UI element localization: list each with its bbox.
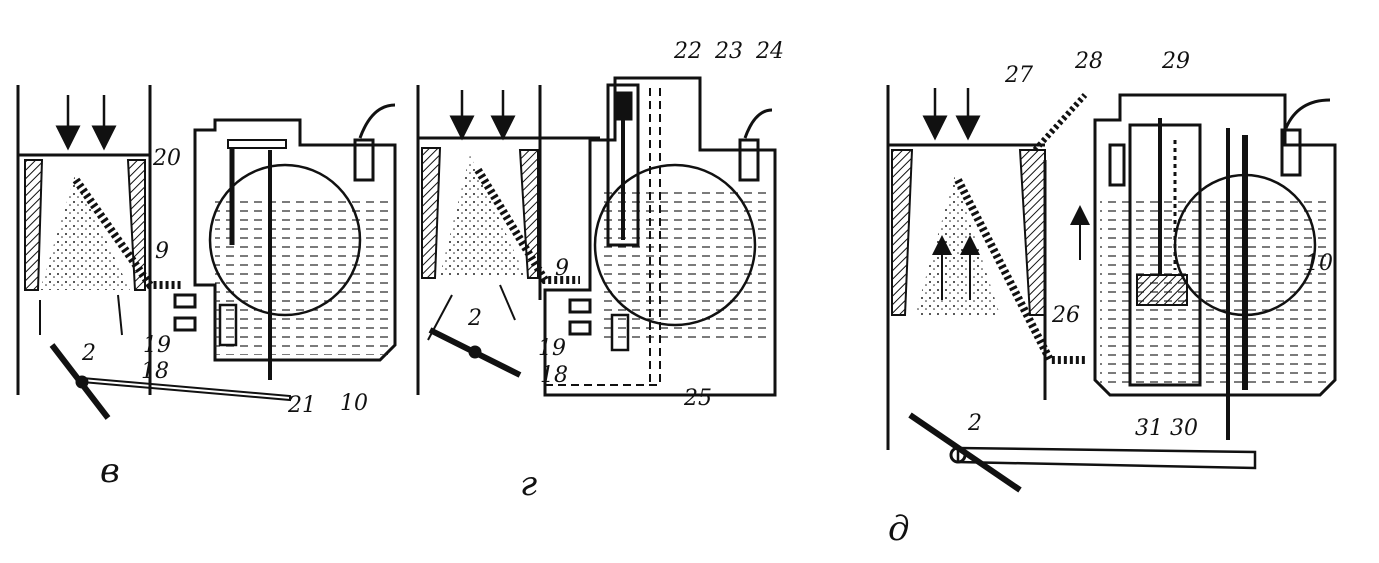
label-18: 18 bbox=[540, 363, 568, 388]
label-31: 31 bbox=[1135, 416, 1163, 441]
labels-panel-d: 27 28 29 10 26 2 31 30 д bbox=[888, 49, 1333, 549]
caption-g: г bbox=[520, 464, 537, 504]
label-22: 22 bbox=[673, 39, 702, 64]
label-18: 18 bbox=[141, 359, 169, 384]
label-19: 19 bbox=[143, 333, 171, 358]
labels-panel-v: 20 9 19 18 2 21 10 в bbox=[81, 146, 368, 491]
label-2: 2 bbox=[81, 341, 96, 366]
panel-d bbox=[886, 85, 1337, 493]
label-20: 20 bbox=[152, 146, 181, 171]
labels-panel-g: 22 23 24 9 19 18 2 25 г bbox=[467, 39, 784, 504]
label-10: 10 bbox=[340, 391, 368, 416]
caption-d: д bbox=[888, 509, 910, 549]
label-29: 29 bbox=[1161, 49, 1190, 74]
label-24: 24 bbox=[755, 39, 784, 64]
label-23: 23 bbox=[714, 39, 743, 64]
label-28: 28 bbox=[1074, 49, 1103, 74]
label-27: 27 bbox=[1004, 63, 1033, 88]
label-25: 25 bbox=[683, 386, 712, 411]
label-9: 9 bbox=[155, 239, 169, 264]
label-26: 26 bbox=[1051, 303, 1080, 328]
caption-v: в bbox=[100, 451, 120, 491]
label-9: 9 bbox=[555, 256, 569, 281]
label-21: 21 bbox=[287, 393, 316, 418]
label-19: 19 bbox=[538, 336, 566, 361]
label-10: 10 bbox=[1305, 251, 1333, 276]
label-30: 30 bbox=[1170, 416, 1198, 441]
label-2: 2 bbox=[467, 306, 482, 331]
label-2: 2 bbox=[967, 411, 982, 436]
panel-g bbox=[416, 76, 777, 397]
panel-v bbox=[16, 85, 397, 420]
